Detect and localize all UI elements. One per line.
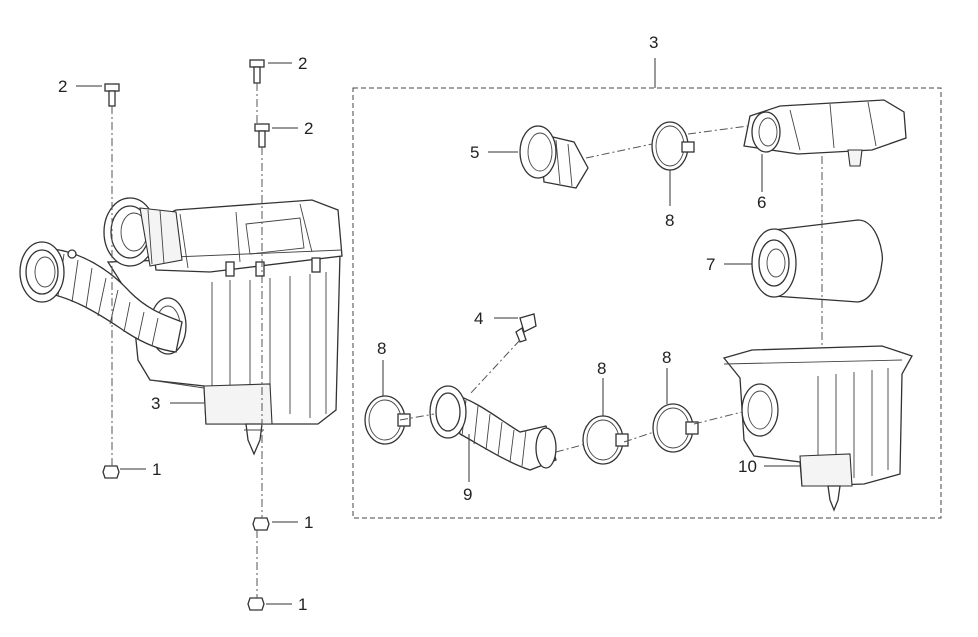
callout-2: 2	[58, 77, 67, 96]
callout-10: 10	[738, 457, 757, 476]
callout-4: 4	[474, 309, 483, 328]
bolt-top	[249, 59, 265, 84]
callout-9: 9	[463, 485, 472, 504]
callout-5: 5	[470, 143, 479, 162]
exploded-view-frame	[352, 87, 942, 519]
callout-8: 8	[662, 348, 671, 367]
callout-1: 1	[152, 460, 161, 479]
bolt-left	[104, 83, 120, 107]
callout-3: 3	[151, 394, 160, 413]
callout-8: 8	[597, 359, 606, 378]
callout-2: 2	[304, 119, 313, 138]
intake-hose	[429, 385, 557, 471]
callout-3: 3	[649, 33, 658, 52]
callout-1: 1	[298, 595, 307, 614]
air-cleaner-assembly	[19, 197, 343, 456]
hose-clamp-top	[651, 121, 695, 171]
callout-6: 6	[757, 193, 766, 212]
air-cleaner-housing	[722, 345, 913, 512]
hose-clamp-left	[364, 395, 411, 445]
callout-7: 7	[706, 255, 715, 274]
outlet-adapter	[519, 125, 589, 189]
nut-bottom	[247, 597, 265, 611]
hose-clamp-right	[652, 403, 699, 453]
callout-1: 1	[304, 513, 313, 532]
nut-mid	[252, 517, 270, 531]
air-cleaner-cover	[743, 99, 907, 167]
breather-fitting	[515, 313, 537, 343]
callout-2: 2	[298, 54, 307, 73]
filter-element	[751, 219, 884, 303]
callout-8: 8	[377, 339, 386, 358]
nut-left	[102, 465, 120, 479]
hose-clamp-mid	[582, 415, 629, 465]
callout-8: 8	[665, 211, 674, 230]
lid-clips	[225, 257, 321, 277]
bolt-mid	[254, 123, 270, 148]
